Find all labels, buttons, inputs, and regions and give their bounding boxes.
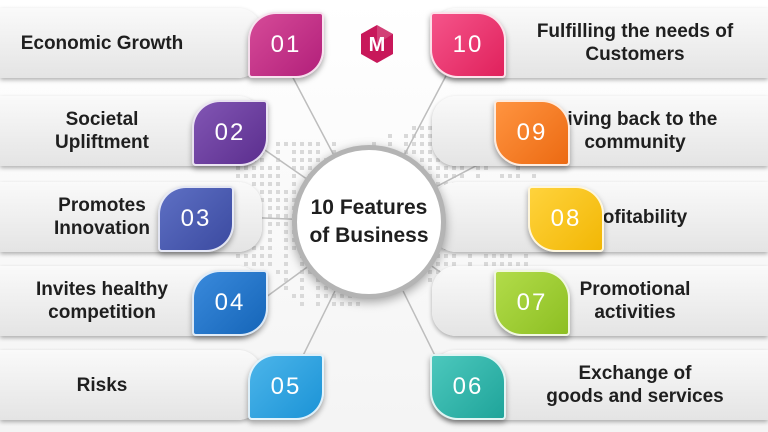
feature-label-08: Profitability [582, 206, 688, 228]
feature-label-07: Promotional activities [579, 279, 691, 323]
feature-label-06: Exchange of goods and services [546, 363, 724, 407]
number-tile-01: 01 [248, 12, 324, 78]
center-circle: 10 Features of Business [292, 145, 446, 299]
feature-bar-05: Risks [0, 350, 262, 420]
feature-label-05: Risks [76, 374, 128, 396]
feature-label-02: Societal Upliftment [55, 109, 149, 153]
number-tile-08: 08 [528, 186, 604, 252]
feature-label-10: Fulfilling the needs of Customers [536, 21, 734, 65]
number-tile-06: 06 [430, 354, 506, 420]
m-brand-logo-icon: M [361, 25, 393, 63]
logo-letter: M [369, 34, 386, 56]
number-tile-02: 02 [192, 100, 268, 166]
feature-bar-01: Economic Growth [0, 8, 262, 78]
number-tile-05: 05 [248, 354, 324, 420]
feature-label-03: Promotes Innovation [53, 195, 151, 239]
feature-label-09: Giving back to the community [552, 109, 718, 153]
center-title: 10 Features of Business [309, 196, 429, 247]
feature-bar-09: Giving back to the community [432, 96, 768, 166]
number-tile-09: 09 [494, 100, 570, 166]
number-tile-07: 07 [494, 270, 570, 336]
feature-label-01: Economic Growth [20, 32, 184, 54]
feature-bar-07: Promotional activities [432, 266, 768, 336]
number-tile-04: 04 [192, 270, 268, 336]
number-tile-10: 10 [430, 12, 506, 78]
feature-label-04: Invites healthy competition [36, 279, 168, 323]
number-tile-03: 03 [158, 186, 234, 252]
